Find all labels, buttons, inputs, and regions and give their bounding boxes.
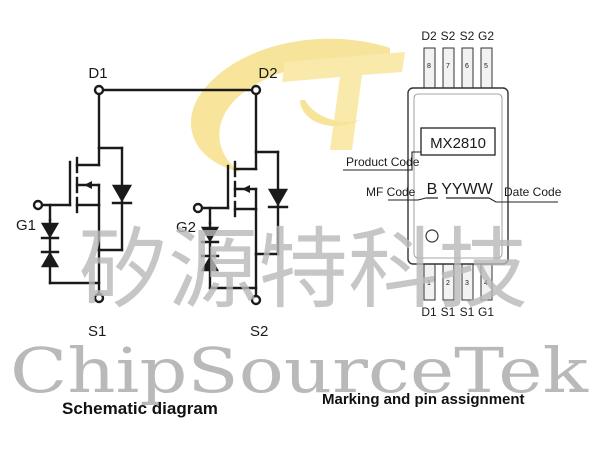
product-marking: MX2810	[430, 135, 486, 152]
pin-name: S2	[441, 29, 456, 43]
pin-name: D2	[421, 29, 437, 43]
label-s1: S1	[88, 323, 106, 340]
package-inner-outline	[413, 93, 503, 259]
terminal-g2	[192, 202, 204, 214]
terminal-s1	[93, 292, 105, 304]
source-arrow-1	[84, 181, 92, 189]
ic-package: MX2810 B YYWW	[407, 47, 509, 301]
pin-name: G1	[478, 305, 494, 319]
pin-name: D1	[421, 305, 437, 319]
callouts	[343, 151, 558, 203]
pin-name: G2	[478, 29, 494, 43]
label-g1: G1	[16, 217, 36, 234]
body-diode-2	[267, 188, 289, 209]
pin-name: S1	[441, 305, 456, 319]
source-arrow-2	[242, 185, 250, 193]
mf-code-char: B	[427, 181, 438, 198]
pin-name: S2	[460, 29, 475, 43]
schematic-diagram	[32, 84, 289, 306]
product-code-leader	[343, 151, 421, 171]
mf-code-leader	[388, 197, 427, 201]
pin-number: 5	[484, 63, 488, 70]
marking-box	[420, 127, 496, 156]
date-code-chars: YYWW	[441, 181, 493, 198]
pin-number: 6	[465, 63, 469, 70]
gate-protection-diodes-1	[40, 222, 60, 268]
mf-code-label: MF Code	[366, 185, 416, 199]
terminal-d1	[93, 84, 105, 96]
terminal-g1	[32, 199, 44, 211]
label-s2: S2	[250, 323, 268, 340]
top-pin-row	[423, 47, 493, 91]
label-g2: G2	[176, 219, 196, 236]
bottom-pin-labels: 1 2 3 4 D1 S1 S1 G1	[421, 280, 494, 319]
date-code-label: Date Code	[504, 185, 562, 199]
terminal-s2	[250, 294, 262, 306]
top-pin-labels: D2 S2 S2 G2 8 7 6 5	[421, 29, 494, 70]
pin1-indicator-dot	[425, 229, 439, 243]
date-code-leader	[488, 197, 558, 203]
watermark-logo	[190, 38, 405, 173]
pin-number: 3	[465, 280, 469, 287]
pin-number: 7	[446, 63, 450, 70]
pin-name: S1	[460, 305, 475, 319]
watermark-chinese-text: 矽源特科技	[78, 218, 528, 321]
pin-number: 4	[484, 280, 488, 287]
schematic-caption: Schematic diagram	[62, 399, 218, 418]
terminal-d2	[250, 84, 262, 96]
body-diode-1	[111, 184, 133, 205]
pin-number: 8	[427, 63, 431, 70]
product-code-label: Product Code	[346, 155, 420, 169]
package-caption: Marking and pin assignment	[322, 391, 525, 408]
label-d2: D2	[258, 65, 277, 82]
pin-number: 1	[427, 280, 431, 287]
mosfet-2	[198, 92, 280, 298]
watermark-english-text: ChipSourceTek	[10, 334, 589, 407]
gate-protection-diodes-2	[200, 226, 220, 272]
label-d1: D1	[88, 65, 107, 82]
pin-number: 2	[446, 280, 450, 287]
